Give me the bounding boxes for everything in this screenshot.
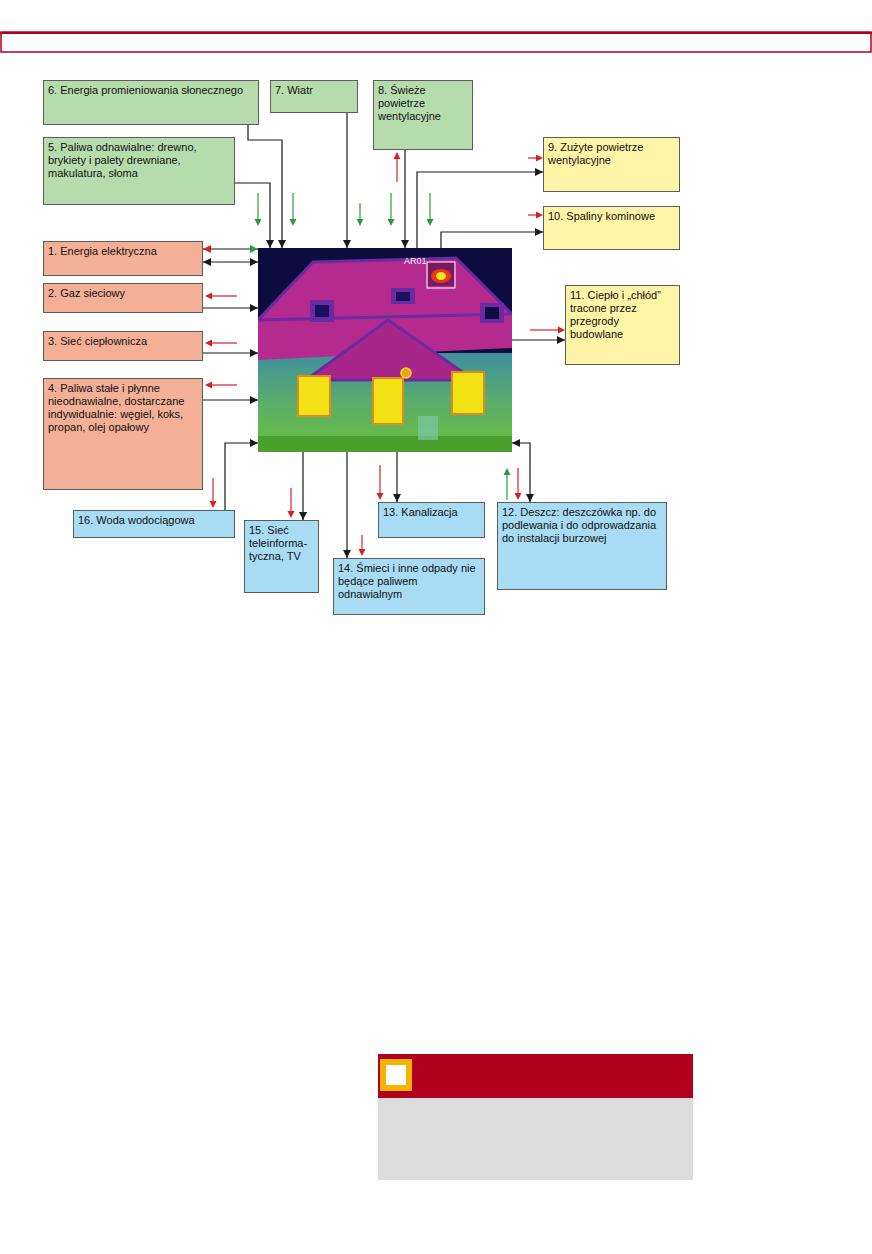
energy-box: 4. Paliwa stałe i płynne nieodnawialne, … <box>43 378 203 490</box>
connector-line <box>302 452 303 520</box>
box-label: 9. Zużyte powietrze wentylacyjne <box>548 141 675 167</box>
flow-connector <box>225 439 258 510</box>
connector-line <box>235 183 270 248</box>
flow-connector <box>393 452 401 502</box>
connector-line <box>512 443 530 502</box>
thermal-image <box>258 248 512 452</box>
box-label: 1. Energia elektryczna <box>48 245 198 258</box>
flow-connector <box>343 452 351 558</box>
arrowhead <box>401 240 409 248</box>
header-line <box>0 32 872 34</box>
connector-line <box>417 172 543 248</box>
connector-line <box>346 113 347 248</box>
output-box: 9. Zużyte powietrze wentylacyjne <box>543 137 680 192</box>
connector-line <box>441 232 543 248</box>
box-label: 12. Deszcz: deszczówka np. do podlewania… <box>502 506 662 545</box>
utility-box: 13. Kanalizacja <box>378 502 485 538</box>
output-box: 10. Spaliny kominowe <box>543 206 680 250</box>
box-label: 16. Woda wodociągowa <box>78 514 230 527</box>
connector-line <box>225 443 258 510</box>
flow-connector <box>235 183 274 248</box>
flow-connector <box>203 304 258 312</box>
arrowhead <box>557 336 565 344</box>
arrowhead <box>343 240 351 248</box>
flow-connector <box>512 336 565 344</box>
red-indicator-arrows <box>205 152 565 556</box>
flow-connector <box>401 150 409 248</box>
connector-line <box>203 307 258 308</box>
renewable-box: 5. Paliwa odnawialne: drewno, brykiety i… <box>43 137 235 205</box>
arrowhead <box>535 228 543 236</box>
utility-box: 14. Śmieci i inne odpady nie będące pali… <box>333 558 485 615</box>
box-label: 10. Spaliny kominowe <box>548 210 675 223</box>
renewable-box: 7. Wiatr <box>270 80 358 113</box>
arrowhead <box>250 258 258 266</box>
renewable-box: 8. Świeże powietrze wentylacyjne <box>373 80 473 150</box>
flow-connector <box>441 228 543 248</box>
connector-line <box>203 399 258 400</box>
connector-line <box>203 248 258 249</box>
arrowhead <box>393 494 401 502</box>
box-label: 11. Ciepło i „chłód” tracone przez przeg… <box>570 289 675 341</box>
flow-connector <box>343 113 351 248</box>
arrowhead <box>299 512 307 520</box>
panel-header <box>378 1054 693 1098</box>
utility-box: 16. Woda wodociągowa <box>73 510 235 538</box>
connector-line <box>203 352 258 353</box>
panel-icon <box>380 1059 412 1091</box>
house-image: AR01 <box>258 248 512 452</box>
image-tag: AR01 <box>404 256 427 266</box>
box-label: 7. Wiatr <box>275 84 353 97</box>
arrowhead <box>512 439 520 447</box>
box-label: 15. Sieć teleinforma- tyczna, TV <box>249 524 314 563</box>
arrowhead <box>343 550 351 558</box>
flow-connector <box>203 396 258 404</box>
box-label: 2. Gaz sieciowy <box>48 287 198 300</box>
renewable-box: 6. Energia promieniowania słonecznego <box>43 80 259 125</box>
box-label: 6. Energia promieniowania słonecznego <box>48 84 254 97</box>
flow-connector <box>512 439 534 502</box>
connector-line <box>346 452 347 558</box>
panel-body <box>378 1098 693 1180</box>
output-box: 11. Ciepło i „chłód” tracone przez przeg… <box>565 285 680 365</box>
arrowhead <box>250 304 258 312</box>
connector-line <box>203 261 258 262</box>
arrowhead <box>278 240 286 248</box>
flow-connector <box>203 258 258 266</box>
box-label: 4. Paliwa stałe i płynne nieodnawialne, … <box>48 382 198 434</box>
arrowhead <box>250 439 258 447</box>
arrowhead <box>535 168 543 176</box>
box-label: 14. Śmieci i inne odpady nie będące pali… <box>338 562 480 601</box>
arrowhead <box>250 349 258 357</box>
energy-box: 1. Energia elektryczna <box>43 241 203 276</box>
flow-connector <box>417 168 543 248</box>
box-label: 13. Kanalizacja <box>383 506 480 519</box>
arrowhead <box>266 240 274 248</box>
arrowhead <box>250 396 258 404</box>
connector-line <box>248 125 282 248</box>
flow-connector <box>203 245 258 253</box>
panel-icon-inner <box>386 1065 406 1085</box>
energy-box: 2. Gaz sieciowy <box>43 283 203 313</box>
energy-box: 3. Sieć ciepłownicza <box>43 331 203 361</box>
box-label: 3. Sieć ciepłownicza <box>48 335 198 348</box>
connector-line <box>404 150 405 248</box>
header-strip <box>1 32 871 52</box>
utility-box: 12. Deszcz: deszczówka np. do podlewania… <box>497 502 667 590</box>
arrowhead <box>203 258 211 266</box>
box-label: 8. Świeże powietrze wentylacyjne <box>378 84 468 123</box>
box-label: 5. Paliwa odnawialne: drewno, brykiety i… <box>48 141 230 180</box>
flow-connector <box>299 452 307 520</box>
flow-connector <box>203 349 258 357</box>
flow-connector <box>248 125 286 248</box>
arrowhead <box>250 245 258 253</box>
arrowhead <box>203 245 211 253</box>
utility-box: 15. Sieć teleinforma- tyczna, TV <box>244 520 319 593</box>
arrowhead <box>526 494 534 502</box>
